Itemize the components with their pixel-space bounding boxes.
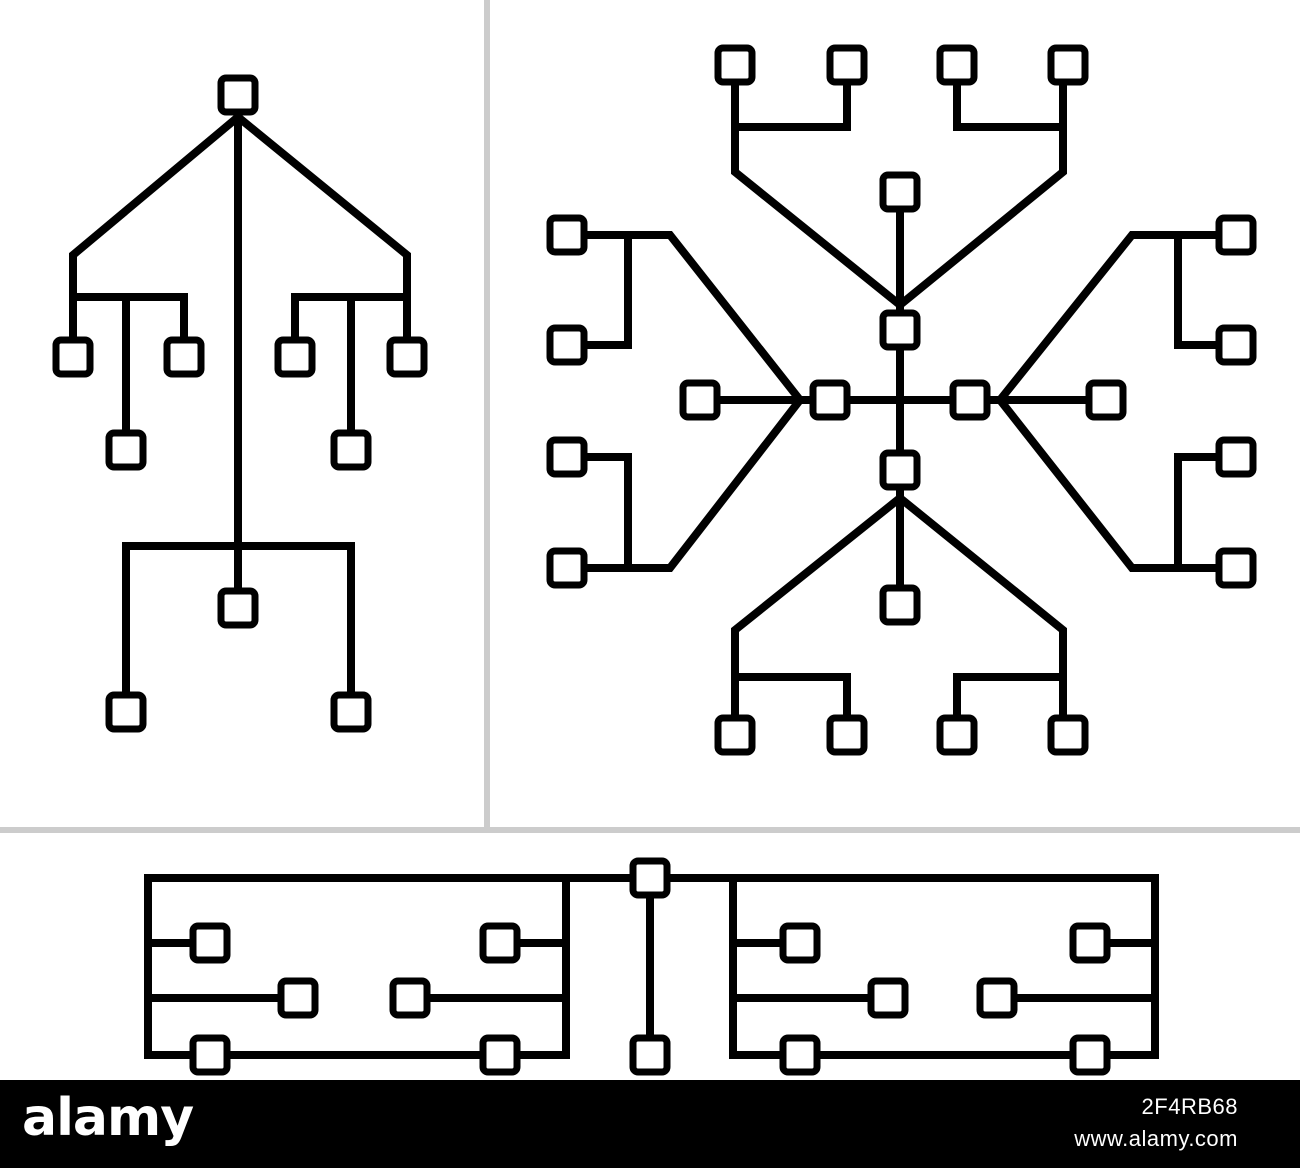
radial-node: [826, 44, 868, 86]
radial-node: [949, 379, 991, 421]
bus-node: [189, 1034, 231, 1076]
radial-node: [1215, 324, 1257, 366]
tree-node: [52, 336, 94, 378]
brand-logo: alamy: [22, 1088, 194, 1148]
radial-node: [714, 714, 756, 756]
radial-node: [1215, 214, 1257, 256]
connection-line: [563, 231, 632, 349]
tree-node: [105, 691, 147, 733]
connection-line: [731, 61, 851, 131]
radial-node: [679, 379, 721, 421]
radial-node: [879, 309, 921, 351]
bus-node: [189, 922, 231, 964]
bus-node: [629, 1034, 671, 1076]
connection-line: [994, 231, 1240, 572]
connection-line: [953, 61, 1067, 131]
bus-node: [779, 1034, 821, 1076]
radial-node: [714, 44, 756, 86]
bus-node: [779, 922, 821, 964]
tree-node: [163, 336, 205, 378]
tree-node: [274, 336, 316, 378]
radial-node: [546, 324, 588, 366]
tree-node: [386, 336, 428, 378]
radial-node: [879, 449, 921, 491]
radial-node: [546, 436, 588, 478]
radial-node: [879, 171, 921, 213]
radial-node: [936, 714, 978, 756]
bus-node: [976, 977, 1018, 1019]
bus-right-loop: [562, 874, 1159, 1059]
radial-node: [879, 584, 921, 626]
radial-node: [546, 547, 588, 589]
tree-node: [217, 74, 259, 116]
node-squares: [52, 44, 1257, 1076]
bus-left-loop: [144, 874, 737, 1059]
connection-lines: [69, 61, 1240, 1059]
radial-node: [546, 214, 588, 256]
image-id-label: 2F4RB68: [1141, 1094, 1238, 1119]
bus-node: [1069, 922, 1111, 964]
site-url-label: www.alamy.com: [1074, 1126, 1238, 1151]
tree-node: [217, 587, 259, 629]
radial-node: [1085, 379, 1127, 421]
radial-node: [1215, 547, 1257, 589]
tree-node: [105, 429, 147, 471]
radial-node: [809, 379, 851, 421]
bus-node: [479, 922, 521, 964]
tree-node: [330, 429, 372, 471]
bus-node: [479, 1034, 521, 1076]
bus-node: [389, 977, 431, 1019]
bus-node: [867, 977, 909, 1019]
bus-node: [629, 857, 671, 899]
tree-node: [330, 691, 372, 733]
radial-node: [1047, 44, 1089, 86]
bus-node: [277, 977, 319, 1019]
connection-line: [731, 492, 1067, 739]
bus-node: [1069, 1034, 1111, 1076]
radial-node: [1215, 436, 1257, 478]
radial-node: [826, 714, 868, 756]
connection-line: [563, 231, 806, 572]
circuit-diagram-canvas: [0, 0, 1300, 1076]
radial-node: [1047, 714, 1089, 756]
tree-lower-branch: [122, 542, 355, 716]
radial-node: [936, 44, 978, 86]
connection-line: [731, 61, 1067, 311]
footer-bar: alamy 2F4RB68 www.alamy.com: [0, 1080, 1300, 1168]
